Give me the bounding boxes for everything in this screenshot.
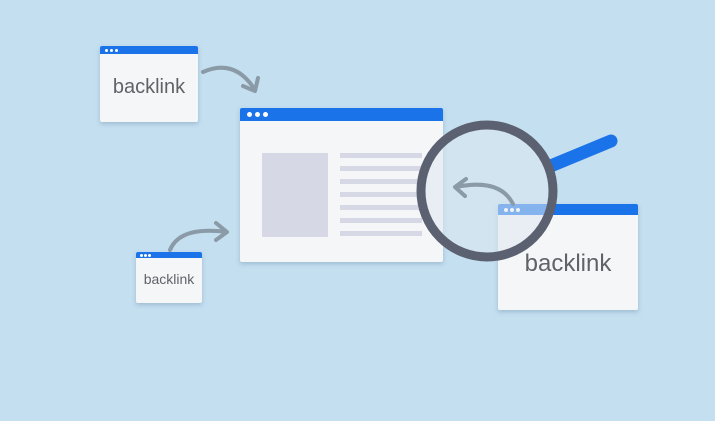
arrow-magnified-path <box>454 182 515 206</box>
text-line <box>340 218 422 223</box>
backlink-label: backlink <box>112 76 186 98</box>
window-dot-icon <box>247 112 252 117</box>
arrow-top-left-head <box>241 76 260 93</box>
arrow-top-left-path <box>201 65 257 92</box>
window-dot-icon <box>110 48 113 52</box>
main-window-title-bar <box>240 108 443 121</box>
window-dot-icon <box>255 112 260 117</box>
backlink-label: backlink <box>143 271 195 287</box>
window-title-bar <box>100 46 198 54</box>
text-line <box>340 166 422 171</box>
arrow-magnified-head <box>453 177 468 198</box>
arrow-bottom-left-head <box>214 221 229 242</box>
window-dot-icon <box>144 253 147 257</box>
window-dot-icon <box>263 112 268 117</box>
backlink-window-top-left: backlink <box>100 46 198 122</box>
window-dot-icon <box>105 48 108 52</box>
text-line <box>340 192 422 197</box>
window-dot-icon <box>115 48 118 52</box>
text-lines-placeholder <box>340 153 422 238</box>
text-line <box>340 231 422 236</box>
text-line <box>340 153 422 158</box>
main-webpage-window <box>240 108 443 262</box>
backlink-label: backlink <box>524 250 612 277</box>
backlink-window-bottom-left: backlink <box>136 252 202 303</box>
window-dot-icon <box>140 253 143 257</box>
window-title-bar <box>136 252 202 258</box>
text-line <box>340 179 422 184</box>
text-line <box>340 205 422 210</box>
window-dot-icon <box>148 253 151 257</box>
arrow-bottom-left-path <box>168 228 228 252</box>
image-placeholder <box>262 153 328 237</box>
